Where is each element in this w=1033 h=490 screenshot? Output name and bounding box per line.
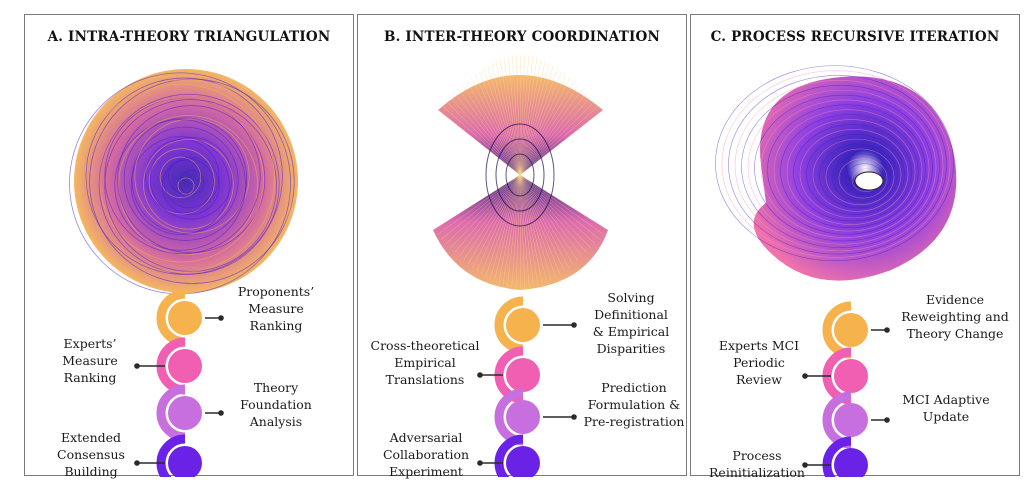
step-label: Cross-theoretical Empirical Translations: [370, 338, 480, 387]
step-circle: [168, 349, 202, 383]
process-chain: [477, 296, 577, 477]
step-circle: [506, 446, 540, 477]
step-circle: [168, 301, 202, 335]
connector-dot: [477, 460, 483, 466]
step-circle: [834, 313, 868, 347]
step-label: Experts’ Measure Ranking: [62, 336, 118, 385]
step-bracket: [494, 296, 524, 354]
step-bracket: [156, 384, 186, 442]
connector-dot: [218, 410, 224, 416]
step-circle: [506, 400, 540, 434]
connector-dot: [802, 462, 808, 468]
step-label: Process Reinitialization: [709, 448, 805, 480]
connector-dot: [884, 327, 890, 333]
panel-title: C. PROCESS RECURSIVE ITERATION: [710, 29, 1000, 45]
step-label: Proponents’ Measure Ranking: [237, 284, 315, 333]
step-label: Solving Definitional & Empirical Dispari…: [592, 290, 670, 356]
connector-dot: [884, 417, 890, 423]
connector-dot: [802, 373, 808, 379]
connector-dot: [218, 315, 224, 321]
connector-dot: [134, 363, 140, 369]
panel-c: C. PROCESS RECURSIVE ITERATION Evidence …: [690, 14, 1020, 480]
step-label: Evidence Reweighting and Theory Change: [901, 292, 1009, 341]
step-label: Extended Consensus Building: [57, 430, 125, 479]
step-circle: [168, 446, 202, 477]
step-circle: [506, 358, 540, 392]
step-circle: [834, 359, 868, 393]
connector-dot: [477, 372, 483, 378]
connector-dot: [134, 460, 140, 466]
step-label: Theory Foundation Analysis: [240, 380, 312, 429]
panel-title: A. INTRA-THEORY TRIANGULATION: [47, 29, 331, 45]
step-circle: [834, 403, 868, 437]
shell-art: [715, 65, 957, 281]
step-circle: [168, 396, 202, 430]
step-circle: [834, 448, 868, 477]
process-chain: [134, 289, 224, 477]
panel-title: B. INTER-THEORY COORDINATION: [383, 29, 661, 45]
step-circle: [506, 308, 540, 342]
process-chain: [802, 301, 890, 477]
step-label: Prediction Formulation & Pre-registratio…: [583, 380, 685, 429]
step-label: MCI Adaptive Update: [902, 392, 990, 424]
step-label: Adversarial Collaboration Experiment: [382, 430, 470, 479]
panel-b: B. INTER-THEORY COORDINATION Solving Def…: [357, 14, 687, 479]
hourglass-art: [432, 54, 609, 290]
step-label: Experts MCI Periodic Review: [718, 338, 800, 387]
panel-a: A. INTRA-THEORY TRIANGULATION Proponents…: [24, 14, 354, 479]
connector-dot: [571, 322, 577, 328]
connector-dot: [571, 414, 577, 420]
